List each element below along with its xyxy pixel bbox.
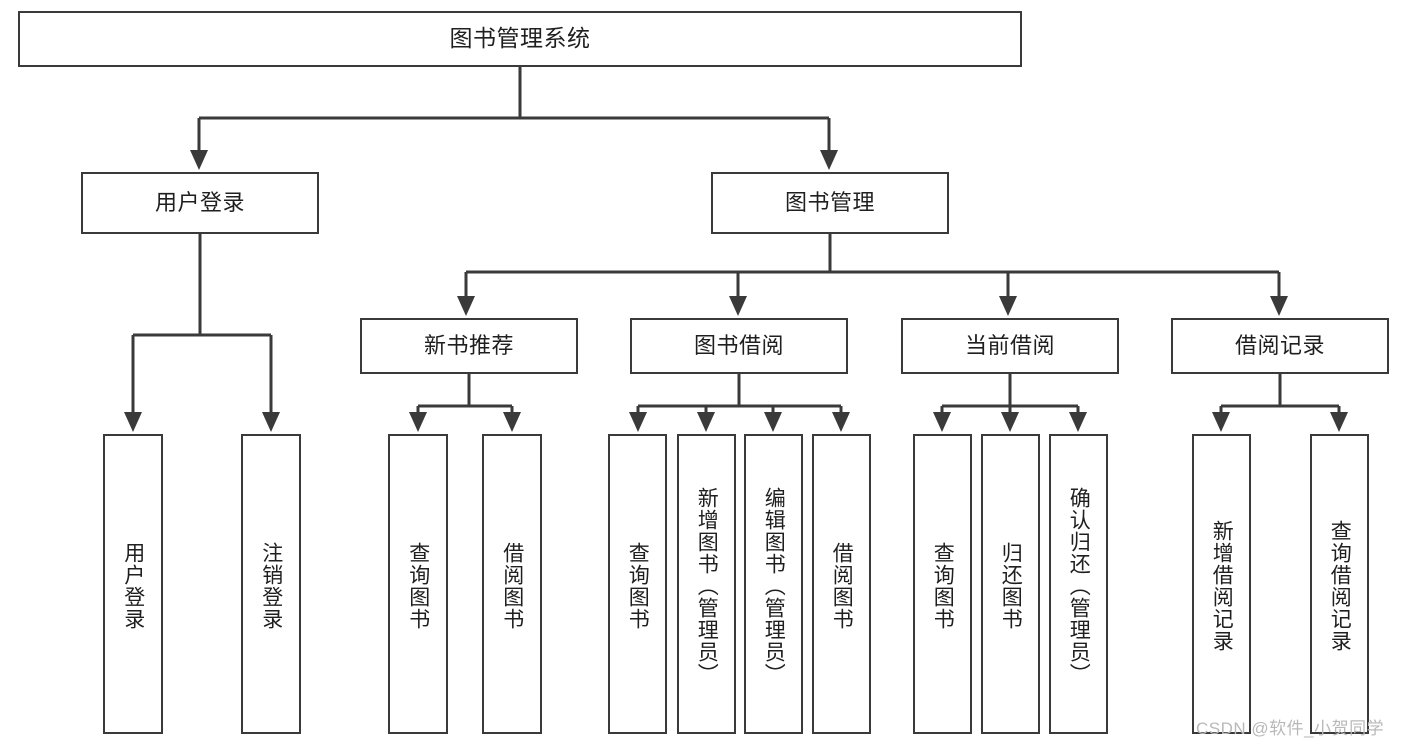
node-label: 查询图书 [406,542,430,630]
node-label: 图书借阅 [693,332,784,358]
node-user-login[interactable]: 用户登录 [81,172,319,234]
node-label: 编辑图书（管理员） [762,487,786,685]
node-current-borrow[interactable]: 当前借阅 [901,318,1119,374]
node-label: 借阅图书 [830,542,854,630]
node-label: 查询借阅记录 [1328,520,1352,652]
node-book-manage[interactable]: 图书管理 [711,172,949,234]
node-borrow-record[interactable]: 借阅记录 [1171,318,1389,374]
node-leaf-query-book-cur[interactable]: 查询图书 [913,434,972,734]
node-label: 查询图书 [626,542,650,630]
node-label: 图书管理 [784,189,875,215]
node-label: 新增图书（管理员） [695,487,719,685]
node-label: 新增借阅记录 [1210,520,1234,652]
node-label: 归还图书 [999,542,1023,630]
node-leaf-borrow-book-rec[interactable]: 借阅图书 [482,434,542,734]
node-label: 新书推荐 [423,332,514,358]
node-leaf-query-record[interactable]: 查询借阅记录 [1310,434,1369,734]
node-label: 注销登录 [259,542,283,630]
node-leaf-add-record[interactable]: 新增借阅记录 [1192,434,1251,734]
node-leaf-confirm-return[interactable]: 确认归还（管理员） [1049,434,1108,734]
node-label: 确认归还（管理员） [1067,487,1091,685]
node-leaf-query-book-rec[interactable]: 查询图书 [388,434,448,734]
node-leaf-user-login[interactable]: 用户登录 [103,434,163,734]
node-leaf-query-book[interactable]: 查询图书 [608,434,667,734]
node-label: 图书管理系统 [449,25,591,52]
connector-group [124,67,1348,432]
node-root[interactable]: 图书管理系统 [18,11,1022,67]
node-book-borrow[interactable]: 图书借阅 [630,318,848,374]
node-label: 当前借阅 [964,332,1055,358]
node-leaf-borrow-book[interactable]: 借阅图书 [812,434,871,734]
node-leaf-user-logout[interactable]: 注销登录 [241,434,301,734]
node-leaf-return-book[interactable]: 归还图书 [981,434,1040,734]
node-label: 借阅图书 [500,542,524,630]
node-label: 借阅记录 [1234,332,1325,358]
node-leaf-add-book[interactable]: 新增图书（管理员） [677,434,736,734]
node-label: 查询图书 [931,542,955,630]
node-new-book-rec[interactable]: 新书推荐 [360,318,578,374]
node-label: 用户登录 [154,189,245,215]
watermark-text: CSDN @软件_小贺同学 [1196,719,1385,738]
node-leaf-edit-book[interactable]: 编辑图书（管理员） [744,434,803,734]
node-label: 用户登录 [121,542,145,630]
